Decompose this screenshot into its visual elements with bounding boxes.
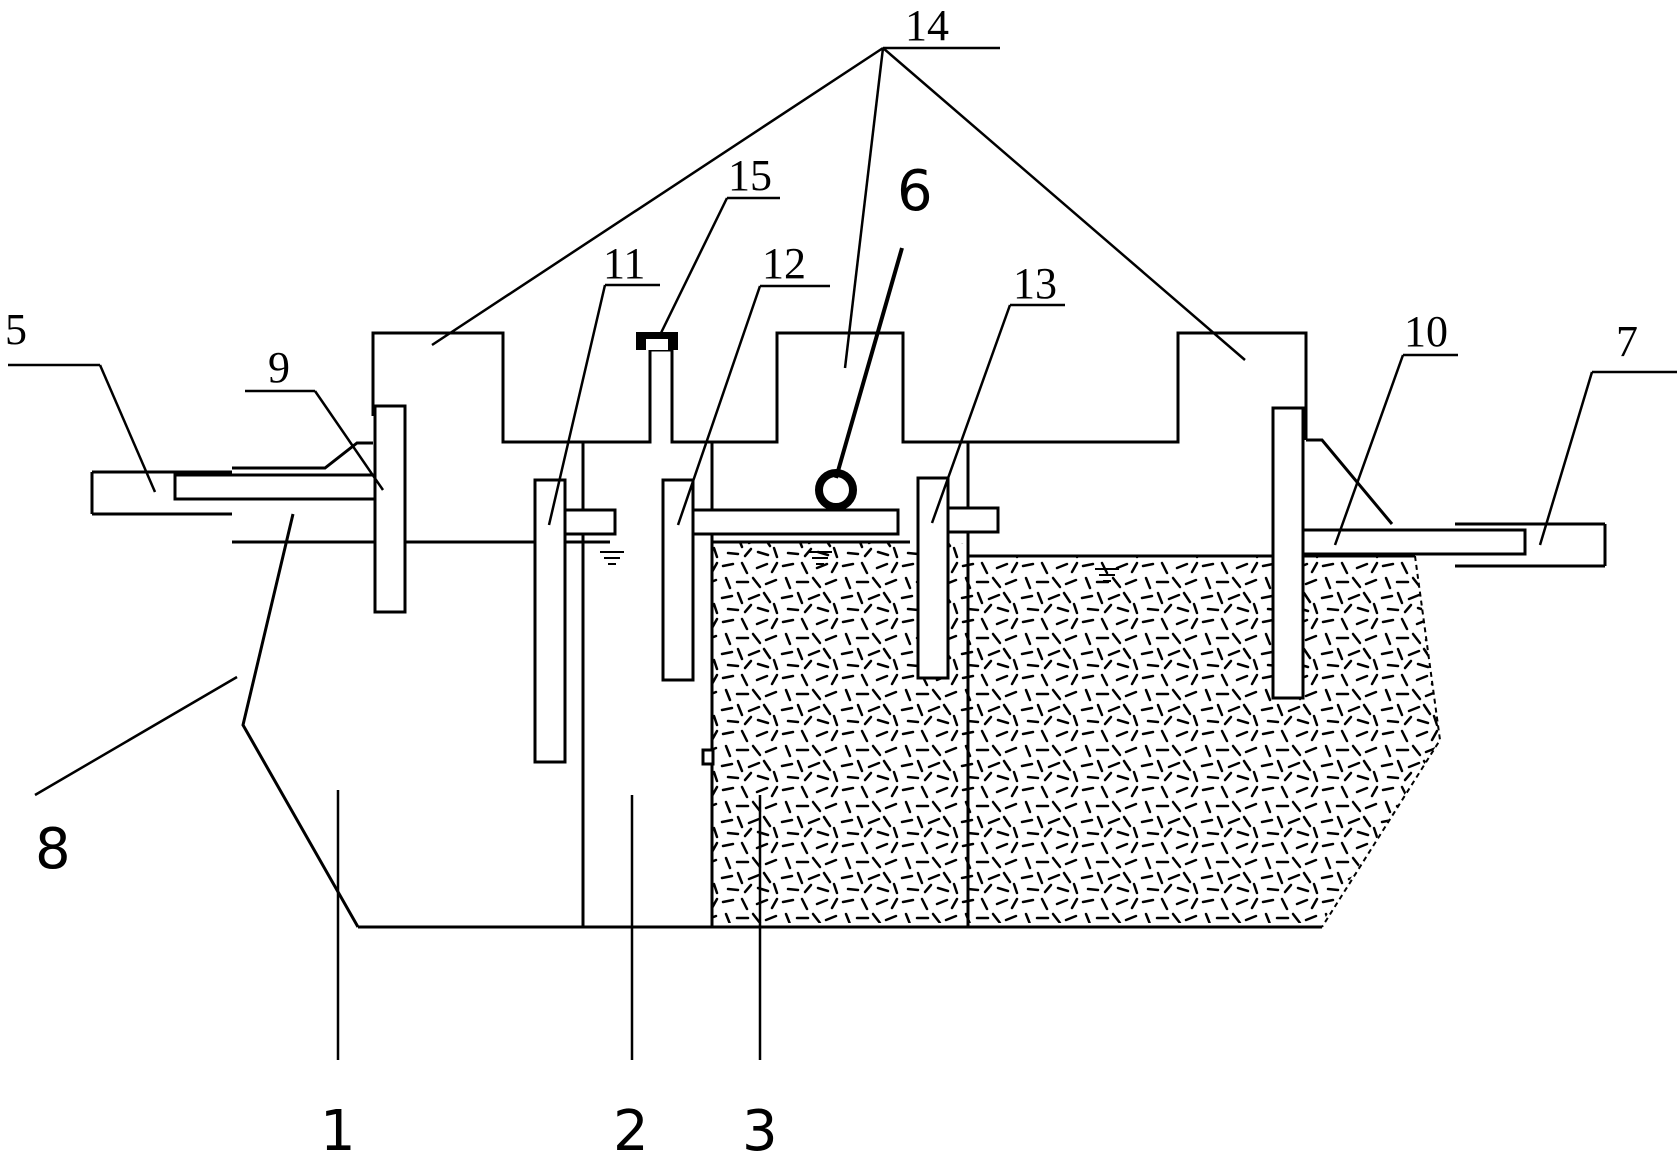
water-level-symbol-1 bbox=[600, 551, 624, 565]
outlet-tee bbox=[1271, 406, 1527, 700]
label-14: 14 bbox=[905, 1, 949, 50]
label-13: 13 bbox=[1013, 259, 1057, 308]
water-level-symbol-3 bbox=[1095, 568, 1119, 582]
label-1: 1 bbox=[320, 1099, 356, 1157]
tee-12 bbox=[661, 478, 900, 682]
label-8: 8 bbox=[35, 817, 71, 882]
label-5: 5 bbox=[5, 305, 27, 354]
inlet-pipe bbox=[90, 470, 232, 516]
filter-media-chamber-4 bbox=[968, 556, 1440, 923]
label-12: 12 bbox=[762, 239, 806, 288]
label-9: 9 bbox=[268, 343, 290, 392]
label-2: 2 bbox=[613, 1099, 649, 1157]
outlet-pipe bbox=[1455, 522, 1607, 568]
label-11: 11 bbox=[603, 239, 645, 288]
inlet-tee bbox=[173, 404, 407, 614]
tee-13 bbox=[916, 476, 1000, 680]
tee-11 bbox=[533, 478, 617, 764]
leader-lines bbox=[8, 46, 1677, 1060]
label-15: 15 bbox=[728, 151, 772, 200]
float-ball bbox=[815, 469, 857, 511]
label-7: 7 bbox=[1616, 317, 1638, 366]
label-3: 3 bbox=[742, 1099, 778, 1157]
vent-cap-inner bbox=[646, 339, 668, 350]
water-level-symbol-2 bbox=[808, 551, 832, 565]
label-6: 6 bbox=[897, 159, 933, 224]
label-10: 10 bbox=[1404, 307, 1448, 356]
